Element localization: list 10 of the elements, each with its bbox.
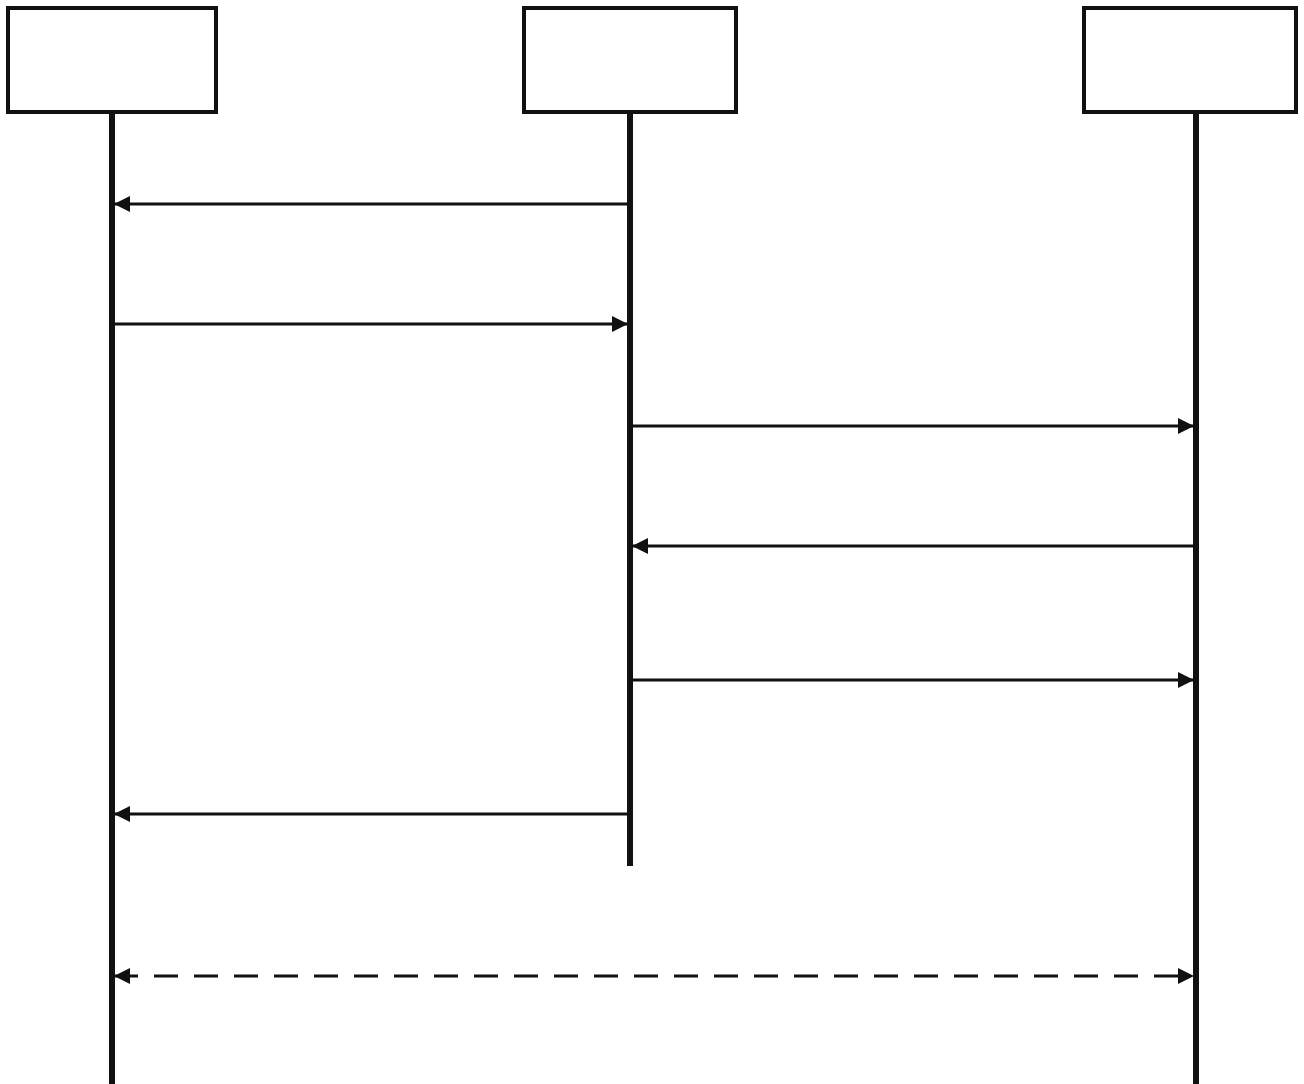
message-arrow <box>114 806 628 822</box>
message-arrow <box>114 968 1194 984</box>
participant-lifeline <box>6 6 218 1084</box>
message-arrow <box>632 418 1194 434</box>
message-arrow <box>114 196 628 212</box>
message-arrow <box>114 316 628 332</box>
message-arrow <box>632 672 1194 688</box>
participant-lifeline <box>522 6 738 866</box>
message-arrow <box>632 538 1194 554</box>
participant-lifeline <box>1082 6 1298 1084</box>
